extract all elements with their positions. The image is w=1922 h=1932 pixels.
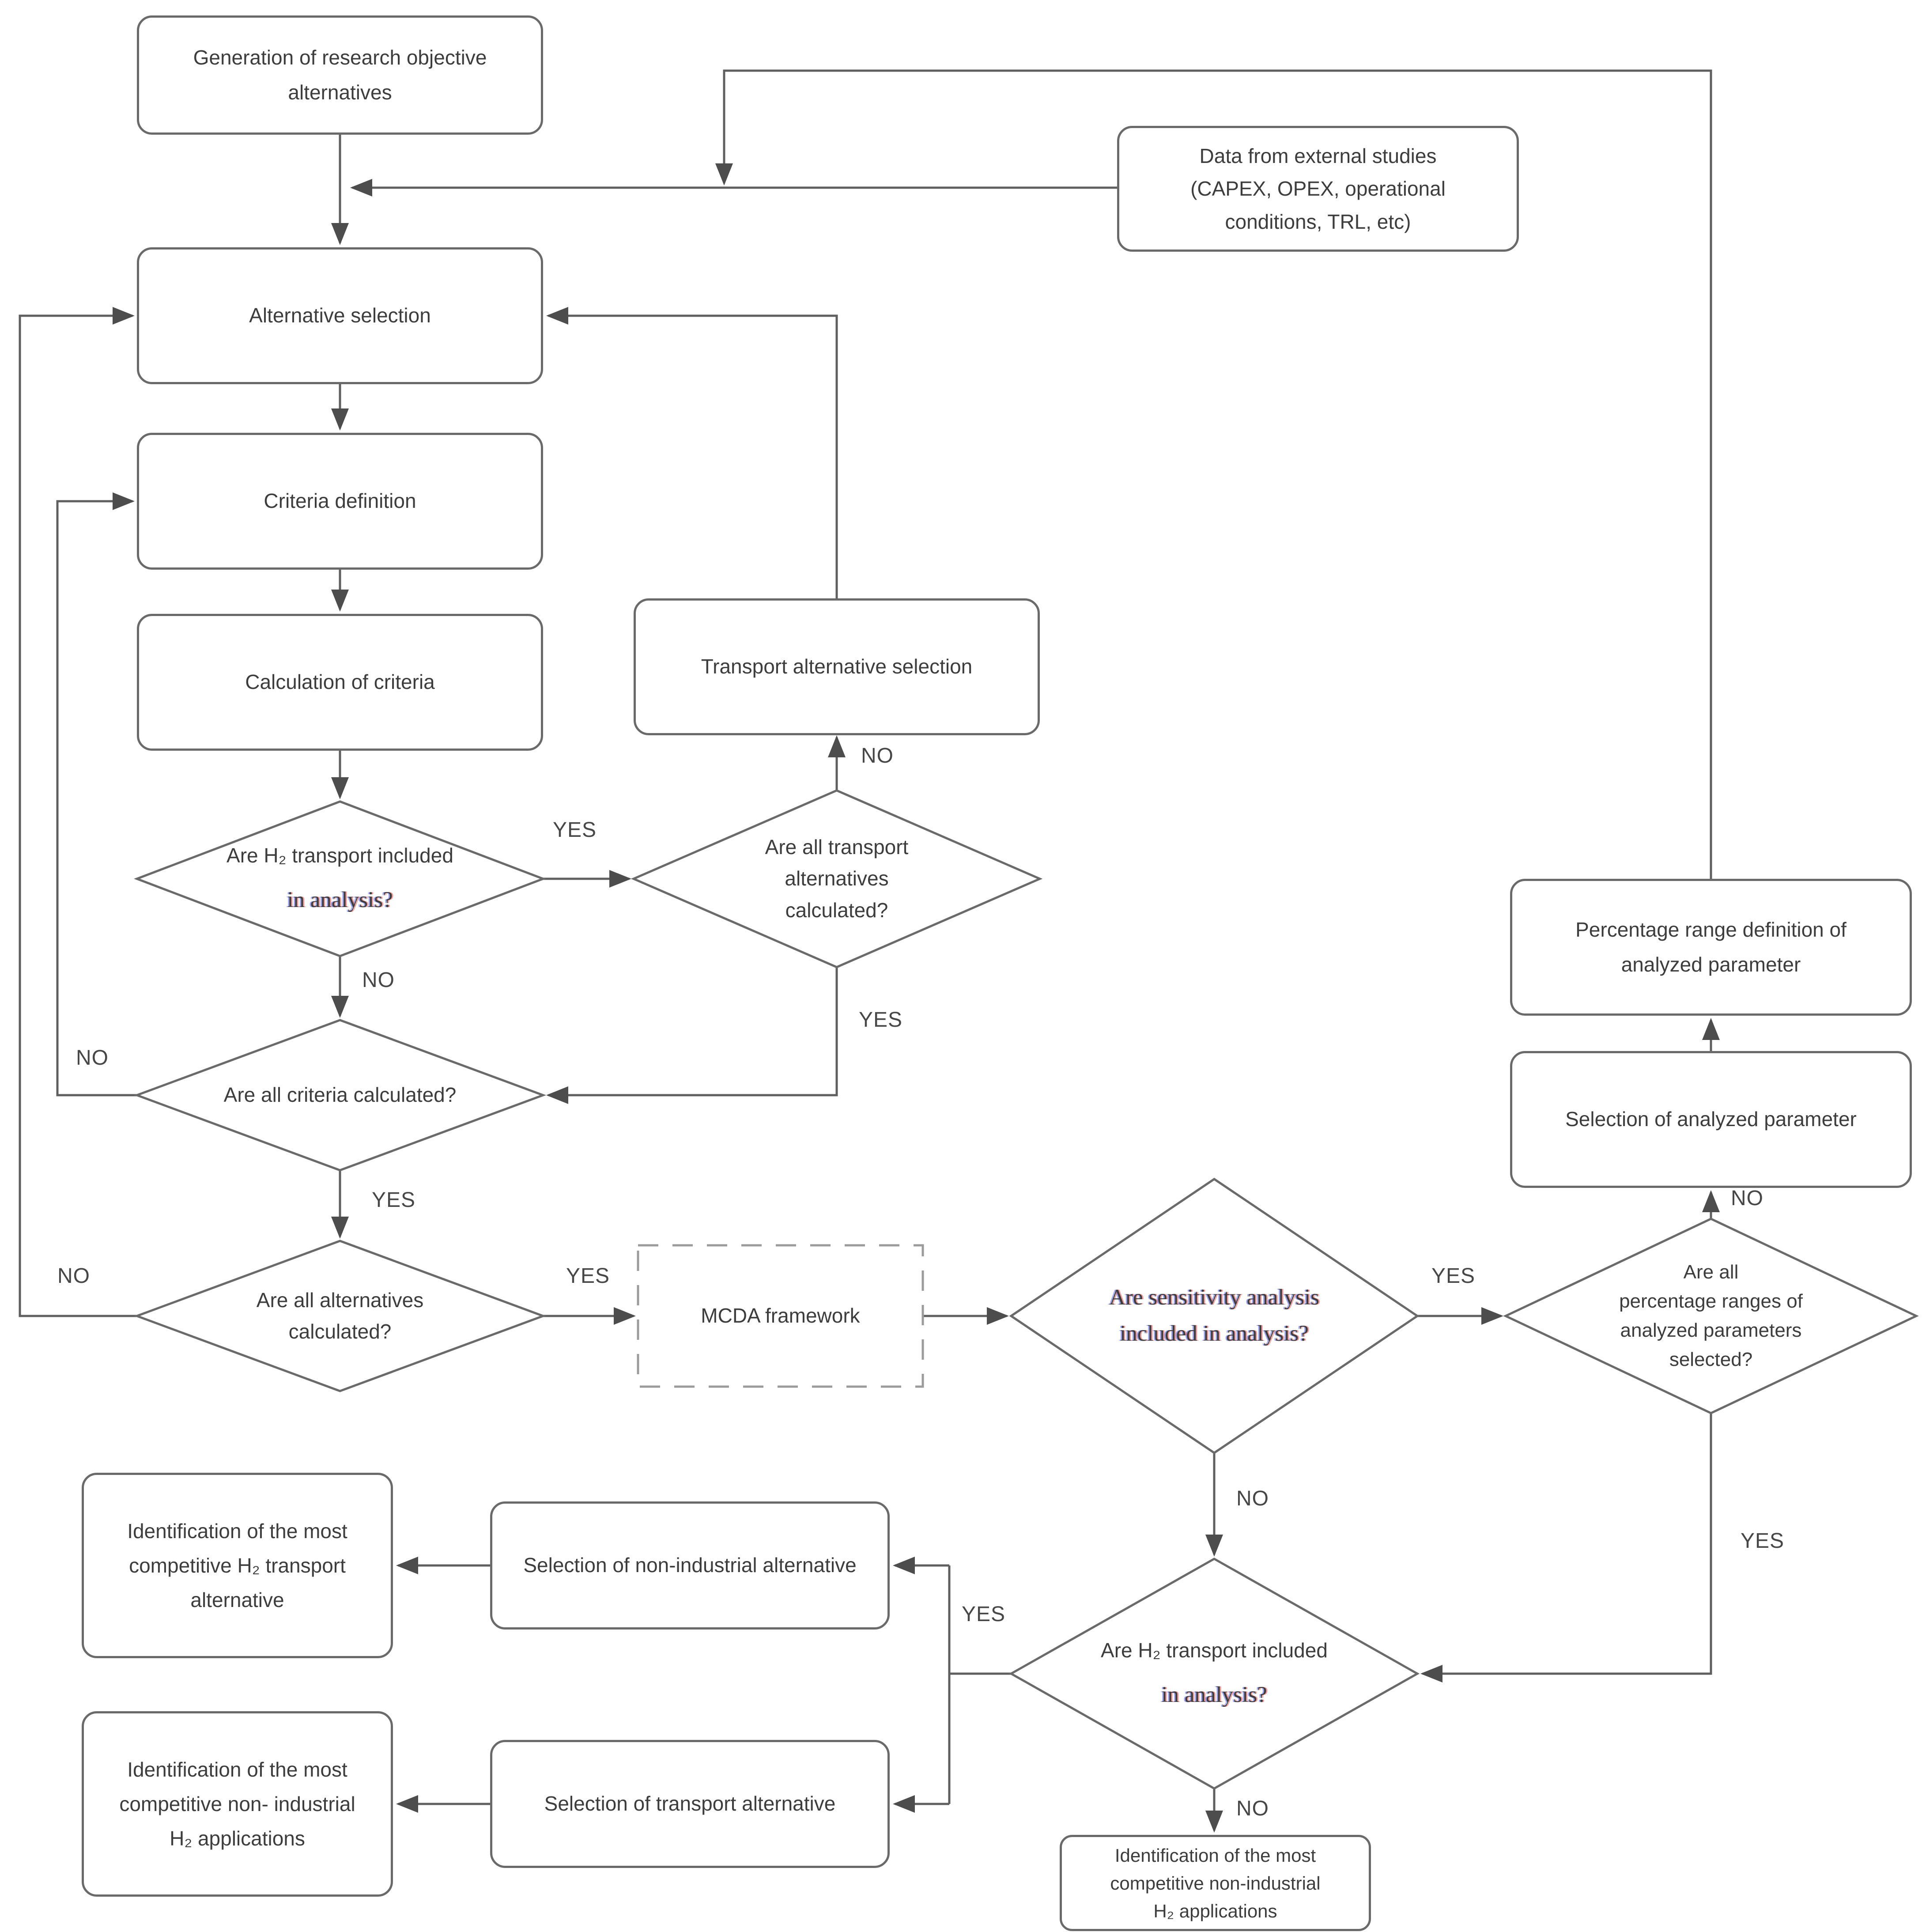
all-criteria-calculated-decision xyxy=(133,1019,547,1172)
selection-of-analyzed-parameter-box: Selection of analyzed parameter xyxy=(1510,1051,1912,1188)
connector-transport-yes xyxy=(546,967,838,1104)
percentage-range-definition-box: Percentage range definition of analyzed … xyxy=(1510,879,1912,1016)
edge-label-transport-no: NO xyxy=(861,744,894,768)
edge-label-percentage-no: NO xyxy=(1731,1187,1763,1210)
all-percentage-ranges-decision xyxy=(1503,1217,1919,1414)
connector-h2-bottom-yes-trunk xyxy=(948,1565,1011,1804)
edge-label-h2-top-no: NO xyxy=(362,968,395,992)
identification-h2-transport-box: Identification of the most competitive H… xyxy=(82,1473,393,1658)
edge-label-sensitivity-no: NO xyxy=(1236,1487,1269,1510)
edge-label-sensitivity-yes: YES xyxy=(1431,1264,1476,1288)
edge-label-h2-top-yes: YES xyxy=(553,818,597,842)
connector-top-feedback-loop xyxy=(715,69,1712,879)
generation-box: Generation of research objective alterna… xyxy=(137,15,543,135)
connector-criteria-no-loop xyxy=(56,492,137,1096)
sensitivity-analysis-decision xyxy=(1009,1177,1420,1455)
all-alternatives-calculated-decision xyxy=(133,1240,547,1392)
transport-alternative-selection-box: Transport alternative selection xyxy=(634,598,1040,735)
selection-transport-box: Selection of transport alternative xyxy=(490,1740,890,1868)
mcda-framework-dashed-box xyxy=(637,1244,924,1388)
calculation-of-criteria-box: Calculation of criteria xyxy=(137,614,543,751)
edge-label-criteria-no: NO xyxy=(76,1046,109,1070)
connector-percentage-yes xyxy=(1420,1413,1712,1682)
edge-label-percentage-yes: YES xyxy=(1741,1529,1785,1553)
h2-transport-included-bottom-decision xyxy=(1008,1558,1420,1790)
identification-non-industrial-apps-box: Identification of the most competitive n… xyxy=(1060,1835,1371,1931)
edge-label-alternatives-yes: YES xyxy=(566,1264,610,1288)
edge-label-transport-yes: YES xyxy=(859,1008,903,1032)
edge-label-h2-bottom-yes: YES xyxy=(962,1603,1006,1626)
identification-non-industrial-box: Identification of the most competitive n… xyxy=(82,1711,393,1897)
criteria-definition-box: Criteria definition xyxy=(137,433,543,570)
edge-label-alternatives-no: NO xyxy=(57,1264,90,1288)
edge-label-criteria-yes: YES xyxy=(372,1188,416,1212)
connector-transport-box-to-alternative xyxy=(546,307,838,598)
selection-non-industrial-box: Selection of non-industrial alternative xyxy=(490,1501,890,1630)
connector-alternatives-no-loop xyxy=(19,307,137,1317)
external-data-box: Data from external studies (CAPEX, OPEX,… xyxy=(1117,126,1519,252)
edge-label-h2-bottom-no: NO xyxy=(1236,1797,1269,1820)
alternative-selection-box: Alternative selection xyxy=(137,247,543,384)
all-transport-calculated-decision xyxy=(631,789,1043,968)
h2-transport-included-top-decision xyxy=(133,800,547,957)
